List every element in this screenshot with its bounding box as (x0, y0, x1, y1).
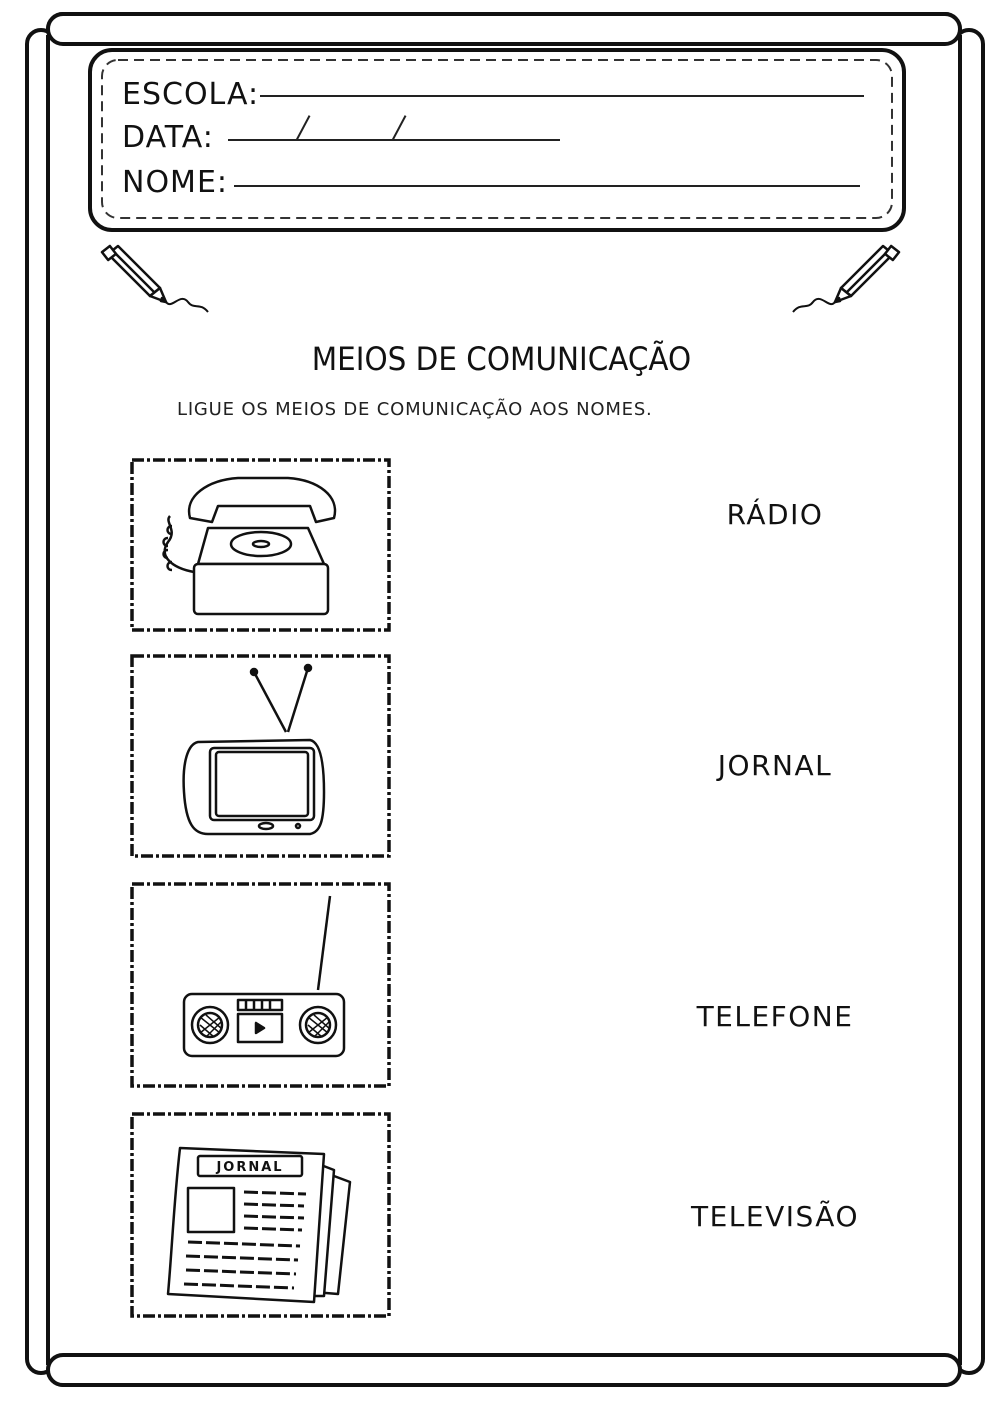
student-info-box: ESCOLA: DATA: NOME: (88, 48, 906, 232)
worksheet-title: MEIOS DE COMUNICAÇÃO (311, 340, 692, 378)
word-label[interactable]: RÁDIO (726, 498, 824, 531)
newspaper-icon: JORNAL (166, 1146, 352, 1304)
radio-icon (182, 895, 346, 1058)
word-label[interactable]: JORNAL (717, 749, 833, 782)
picture-box-radio[interactable] (128, 880, 393, 1090)
instruction-text: LIGUE OS MEIOS DE COMUNICAÇÃO AOS NOMES. (177, 399, 653, 420)
television-icon (182, 663, 326, 836)
pencil-left-icon (100, 244, 209, 313)
school-label: ESCOLA: (122, 77, 260, 112)
picture-box-telephone[interactable] (128, 456, 393, 634)
school-field[interactable] (260, 95, 864, 97)
name-field[interactable] (234, 185, 860, 187)
telephone-icon (162, 476, 337, 616)
word-label[interactable]: TELEVISÃO (691, 1200, 859, 1233)
date-label: DATA: (122, 120, 214, 155)
date-field[interactable] (228, 139, 560, 141)
newspaper-masthead: JORNAL (215, 1160, 283, 1175)
pencil-right-icon (792, 244, 901, 313)
name-label: NOME: (122, 165, 229, 200)
word-label[interactable]: TELEFONE (696, 1000, 854, 1033)
picture-box-newspaper[interactable]: JORNAL (128, 1110, 393, 1320)
picture-box-television[interactable] (128, 652, 393, 860)
